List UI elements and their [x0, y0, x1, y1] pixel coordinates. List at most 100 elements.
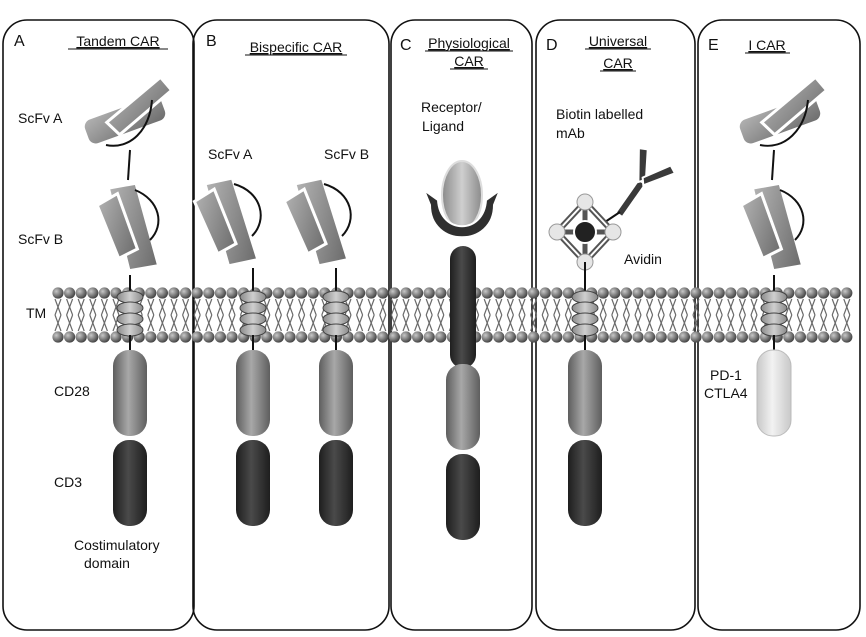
lipid-head: [168, 287, 180, 299]
lipid-head: [516, 331, 528, 343]
lipid-tail: [614, 298, 619, 316]
lipid-head: [272, 331, 284, 343]
lipid-head: [145, 331, 157, 343]
scfv-b-domain-e: [739, 181, 805, 273]
panel-title-c-line1: Physiological: [428, 35, 510, 51]
receptor-cup: [421, 187, 503, 239]
lipid-head: [841, 287, 853, 299]
lipid-tail: [788, 314, 793, 332]
lipid-head: [493, 331, 505, 343]
lipid-head: [725, 287, 737, 299]
lipid-head: [736, 331, 749, 343]
lipid-head: [539, 331, 551, 343]
lipid-head: [504, 287, 516, 299]
lipid-tail: [277, 298, 282, 316]
lipid-head: [667, 287, 679, 299]
cd28-domain-d: [568, 350, 602, 436]
label-tm: TM: [26, 305, 46, 321]
avidin-complex: [548, 193, 622, 271]
lipid-head: [597, 287, 609, 299]
lipid-head: [377, 287, 389, 299]
lipid-tail: [405, 298, 410, 316]
lipid-head: [180, 287, 192, 299]
lipid-head: [307, 287, 319, 299]
lipid-tail: [672, 298, 677, 316]
lipid-tail: [428, 314, 433, 332]
inhibitory-domain-e: [756, 349, 792, 437]
lipid-head: [214, 287, 226, 299]
label-biotin-line2: mAb: [556, 125, 585, 141]
lipid-tail: [57, 298, 62, 316]
lipid-tail: [289, 298, 294, 316]
lipid-tail: [416, 314, 422, 332]
lipid-head: [226, 287, 238, 299]
inhibitory-car: [736, 75, 829, 437]
lipid-tail: [440, 314, 445, 332]
lipid-tail: [440, 298, 445, 316]
lipid-head: [481, 287, 493, 299]
cd28-domain-b2: [319, 350, 353, 436]
lipid-tail: [173, 314, 178, 332]
lipid-head: [412, 287, 424, 299]
lipid-head: [87, 331, 99, 343]
lipid-tail: [161, 298, 166, 316]
lipid-tail: [753, 314, 758, 332]
lipid-head: [609, 331, 621, 343]
lipid-tail: [231, 298, 236, 316]
lipid-head: [354, 287, 366, 299]
lipid-tail: [706, 298, 712, 316]
lipid-tail: [695, 298, 700, 316]
lipid-head: [226, 331, 238, 343]
lipid-tail: [544, 314, 549, 332]
lipid-head: [794, 287, 807, 299]
lipid-head: [620, 331, 633, 343]
lipid-tail: [602, 298, 607, 316]
physiological-car: [421, 160, 503, 540]
panel-title-c-line2: CAR: [454, 53, 484, 69]
lipid-tail: [416, 298, 422, 316]
lipid-head: [64, 331, 76, 343]
lipid-head: [87, 287, 99, 299]
lipid-tail: [532, 314, 538, 332]
lipid-tail: [486, 298, 491, 316]
lipid-tail: [347, 314, 352, 332]
lipid-head: [400, 287, 412, 299]
lipid-head: [562, 287, 575, 299]
cd28-domain-b1: [236, 350, 270, 436]
panel-letter-a: A: [14, 33, 25, 50]
lipid-tail: [822, 298, 828, 316]
lipid-head: [261, 331, 273, 343]
biotin-mab-icon: [614, 146, 677, 219]
lipid-head: [690, 287, 702, 299]
lipid-head: [284, 287, 296, 299]
lipid-head: [655, 331, 667, 343]
lipid-head: [284, 331, 296, 343]
lipid-head: [296, 287, 308, 299]
lipid-tail: [625, 314, 630, 332]
lipid-head: [98, 287, 110, 299]
lipid-tail: [231, 314, 236, 332]
lipid-tail: [358, 298, 364, 316]
lipid-tail: [683, 298, 688, 316]
lipid-head: [539, 287, 551, 299]
lipid-tail: [799, 298, 804, 316]
ligand-shape: [441, 160, 483, 230]
lipid-tail: [730, 314, 735, 332]
lipid-tail: [788, 298, 793, 316]
lipid-tail: [556, 314, 561, 332]
lipid-tail: [370, 298, 375, 316]
label-receptor-line2: Ligand: [422, 118, 464, 134]
lipid-tail: [706, 314, 712, 332]
lipid-head: [562, 331, 575, 343]
lipid-tail: [300, 314, 306, 332]
lipid-tail: [846, 298, 851, 316]
lipid-head: [98, 331, 110, 343]
lipid-head: [435, 287, 447, 299]
panel-title-e: I CAR: [748, 37, 785, 53]
lipid-tail: [509, 298, 514, 316]
lipid-tail: [103, 298, 108, 316]
lipid-tail: [811, 298, 816, 316]
lipid-head: [435, 331, 447, 343]
lipid-tail: [150, 298, 155, 316]
lipid-head: [818, 287, 830, 299]
